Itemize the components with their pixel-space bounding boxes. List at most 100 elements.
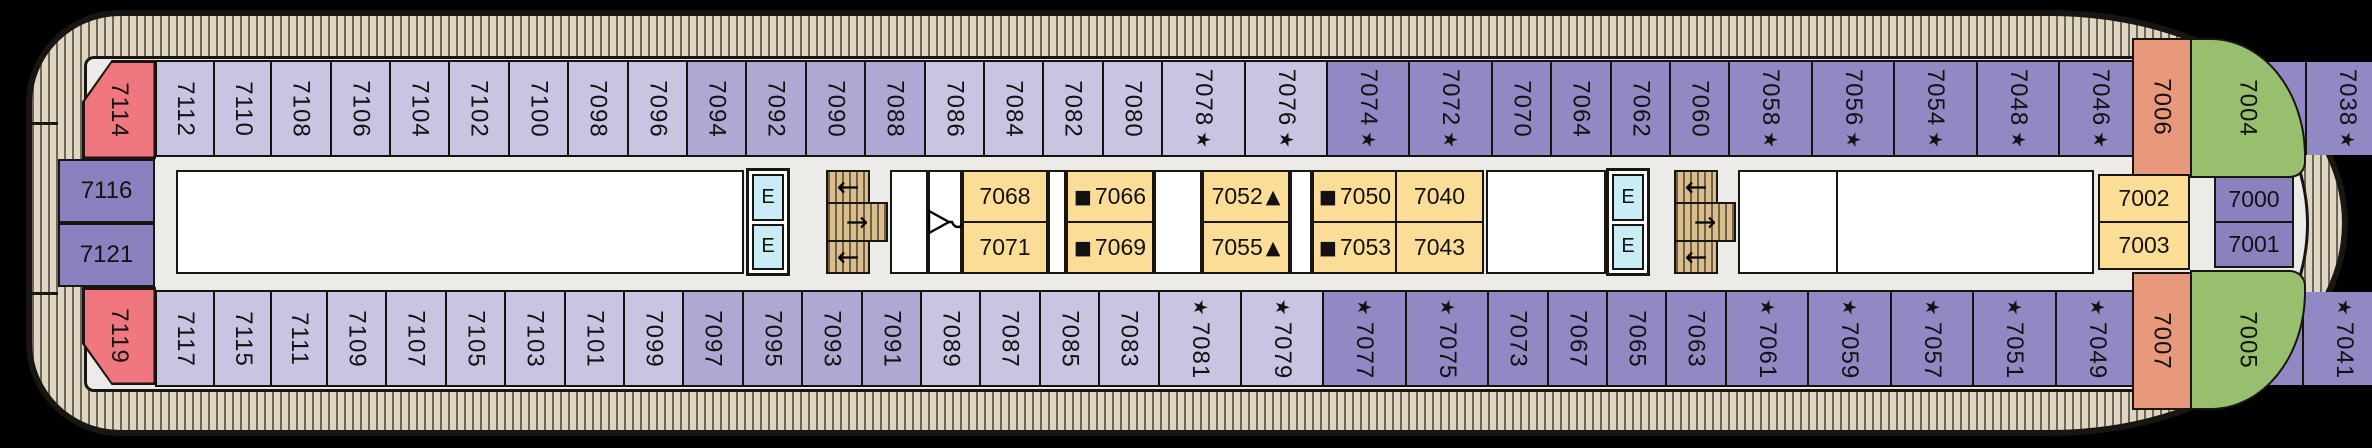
cabin-7052[interactable]: 7052▲ [1204,172,1288,221]
cabin-7121[interactable]: 7121 [58,223,155,287]
cabin-7115[interactable]: 7115 [212,292,271,385]
square-icon: ■ [1318,236,1337,259]
cabin-7096[interactable]: 7096 [626,62,686,155]
cabin-7065[interactable]: 7065 [1606,292,1666,385]
cabin-7050[interactable]: ■7050 [1314,172,1396,221]
cabin-number: 7003 [2118,232,2170,258]
cabin-7060[interactable]: 7060 [1669,62,1729,155]
cabin-7098[interactable]: 7098 [567,62,627,155]
cabin-7097[interactable]: 7097 [682,292,742,385]
cabin-7000[interactable]: 7000 [2216,178,2292,221]
cabin-7076[interactable]: 7076★ [1243,62,1326,155]
cabin-number: 7063 [1683,309,1711,368]
cabin-7095[interactable]: 7095 [741,292,802,385]
cabin-7075[interactable]: ★7075 [1404,292,1488,385]
cabin-7038[interactable]: 7038★ [2305,62,2372,155]
cabin-7105[interactable]: 7105 [444,292,505,385]
cabin-7007[interactable]: 7007 [2132,272,2192,410]
cabin-7069[interactable]: ■7069 [1068,221,1152,272]
stairway-flight: ← [826,170,870,204]
cabin-7102[interactable]: 7102 [448,62,508,155]
cabin-7072[interactable]: 7072★ [1408,62,1491,155]
elevator: E [752,174,784,221]
cabin-7064[interactable]: 7064 [1550,62,1610,155]
cabin-7106[interactable]: 7106 [329,62,389,155]
cabin-7109[interactable]: 7109 [326,292,386,385]
cabin-7048[interactable]: 7048★ [1975,62,2059,155]
cabin-7083[interactable]: 7083 [1098,292,1158,385]
cabin-number: 7099 [640,309,668,368]
cabin-7099[interactable]: 7099 [623,292,683,385]
star-icon: ★ [1271,298,1294,317]
cabin-7084[interactable]: 7084 [982,62,1043,155]
cabin-7111[interactable]: 7111 [270,292,327,385]
cabin-7086[interactable]: 7086 [923,62,983,155]
cabin-7051[interactable]: ★7051 [1972,292,2055,385]
cabin-7004[interactable]: 7004 [2190,38,2306,178]
cabin-7078[interactable]: 7078★ [1161,62,1244,155]
cabin-7063[interactable]: 7063 [1665,292,1725,385]
cabin-number: 7080 [1119,79,1147,138]
cabin-7112[interactable]: 7112 [157,62,213,155]
cabin-7080[interactable]: 7080 [1101,62,1162,155]
cabin-number: 7077 [1351,321,1379,379]
service-room [1154,170,1202,274]
cabin-7079[interactable]: ★7079 [1239,292,1323,385]
cabin-7088[interactable]: 7088 [864,62,924,155]
cabin-7062[interactable]: 7062 [1609,62,1669,155]
cabin-7082[interactable]: 7082 [1042,62,1102,155]
cabin-7077[interactable]: ★7077 [1322,292,1405,385]
cabin-7040[interactable]: 7040 [1397,172,1482,221]
cabin-7074[interactable]: 7074★ [1325,62,1409,155]
cabin-7066[interactable]: ■7066 [1068,172,1152,221]
cabin-7056[interactable]: 7056★ [1810,62,1894,155]
cabin-7049[interactable]: ★7049 [2054,292,2138,385]
cabin-7055[interactable]: 7055▲ [1204,221,1288,272]
cabin-7070[interactable]: 7070 [1490,62,1551,155]
cabin-7101[interactable]: 7101 [563,292,623,385]
cabin-7093[interactable]: 7093 [801,292,861,385]
cabin-7043[interactable]: 7043 [1397,221,1482,272]
cabin-7100[interactable]: 7100 [507,62,568,155]
cabin-7117[interactable]: 7117 [157,292,213,385]
cabin-7071[interactable]: 7071 [964,221,1046,272]
cabin-7089[interactable]: 7089 [919,292,980,385]
cabin-7046[interactable]: 7046★ [2058,62,2141,155]
cabin-7087[interactable]: 7087 [979,292,1039,385]
cabin-7085[interactable]: 7085 [1038,292,1099,385]
cabin-7041[interactable]: ★7041 [2301,292,2372,385]
cabin-number: 7067 [1564,309,1592,368]
cabin-7005[interactable]: 7005 [2190,270,2306,410]
cabin-7054[interactable]: 7054★ [1893,62,1976,155]
cabin-7116[interactable]: 7116 [58,159,155,223]
cabin-7081[interactable]: ★7081 [1157,292,1240,385]
cabin-number: 7119 [105,308,133,364]
cabin-7110[interactable]: 7110 [212,62,271,155]
cabin-7058[interactable]: 7058★ [1728,62,1811,155]
cabin-7061[interactable]: ★7061 [1724,292,1808,385]
cabin-7094[interactable]: 7094 [685,62,746,155]
cabin-7006[interactable]: 7006 [2132,38,2192,176]
cabin-7057[interactable]: ★7057 [1889,292,1973,385]
cabin-7001[interactable]: 7001 [2216,221,2292,266]
cabin-7073[interactable]: 7073 [1487,292,1547,385]
cabin-7092[interactable]: 7092 [745,62,805,155]
cabin-7067[interactable]: 7067 [1546,292,1607,385]
cabin-7059[interactable]: ★7059 [1807,292,1890,385]
elevator: E [1612,223,1644,270]
cabin-number: 7110 [229,80,257,137]
hull-seam-line [30,292,58,295]
cabin-7107[interactable]: 7107 [385,292,445,385]
cabin-7091[interactable]: 7091 [860,292,920,385]
cabin-7108[interactable]: 7108 [270,62,330,155]
cabin-7002[interactable]: 7002 [2100,176,2188,221]
cabin-7090[interactable]: 7090 [804,62,865,155]
cabin-7068[interactable]: 7068 [964,172,1046,221]
cabin-7103[interactable]: 7103 [504,292,564,385]
cabin-7053[interactable]: ■7053 [1314,221,1396,272]
cabin-7104[interactable]: 7104 [389,62,449,155]
elevator-label: E [761,185,775,208]
cabin-7003[interactable]: 7003 [2100,221,2188,268]
